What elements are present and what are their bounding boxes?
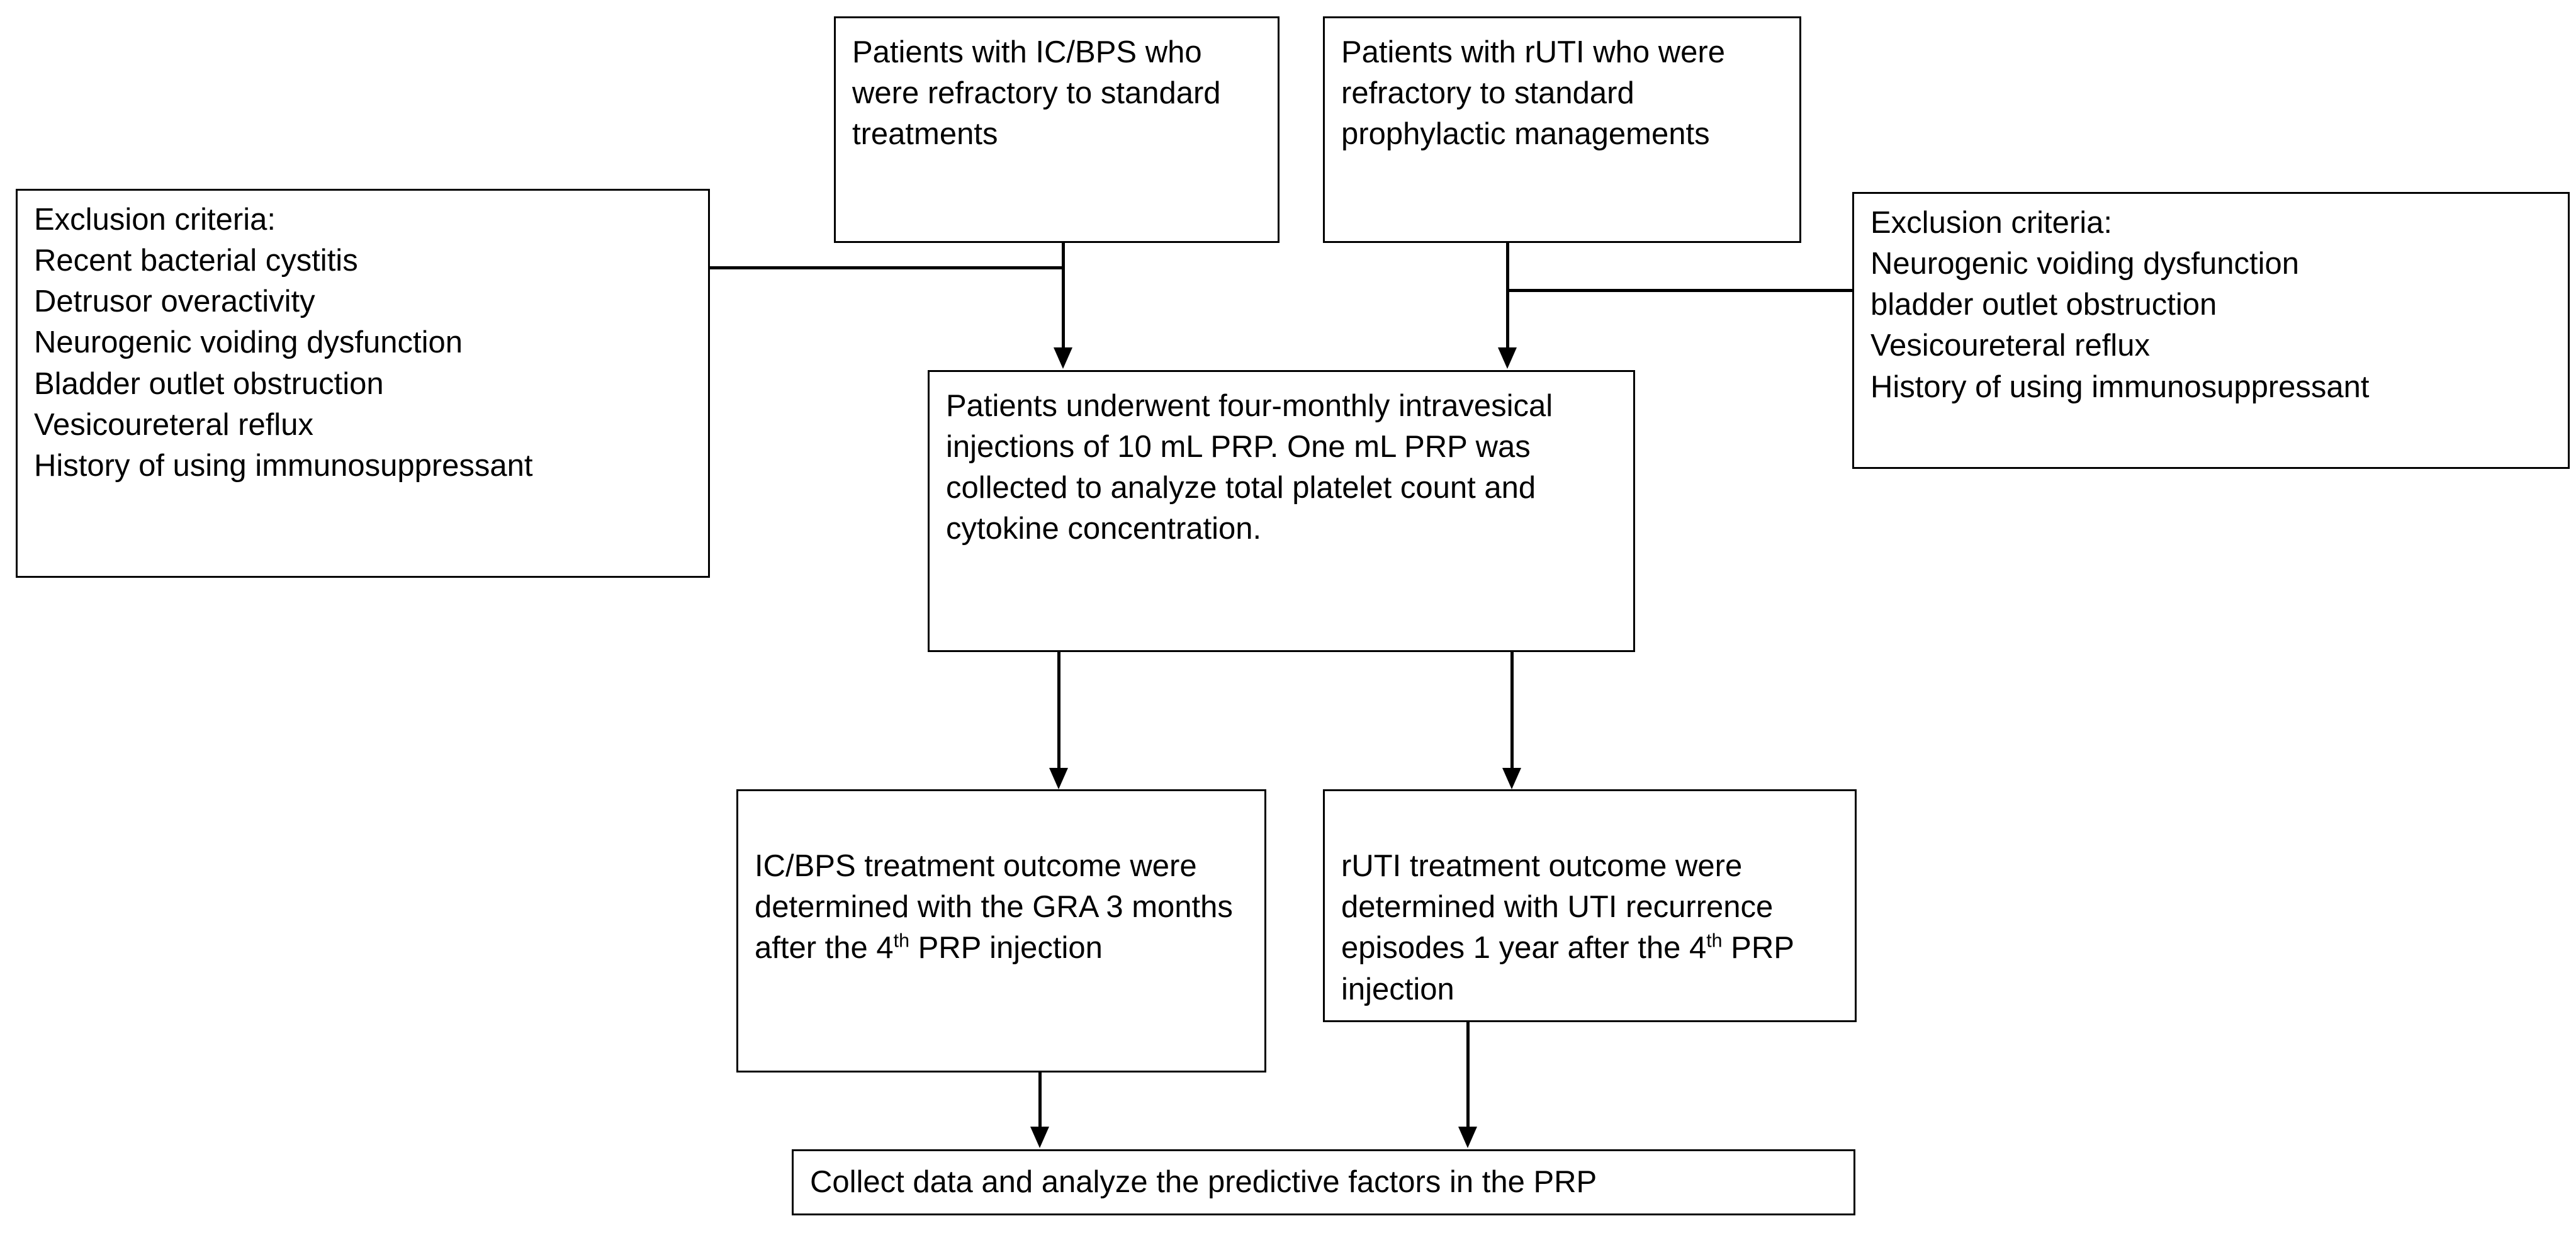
connector-icbps-outcome-to-final-line (1038, 1073, 1042, 1129)
icbps-outcome-superscript: th (893, 930, 909, 952)
node-intervention-prp-injection: Patients underwent four-monthly intraves… (928, 370, 1635, 652)
connector-ruti-outcome-to-final-arrow (1458, 1127, 1477, 1148)
ruti-outcome-superscript: th (1706, 930, 1723, 952)
connector-ruti-to-intervention-line (1506, 243, 1509, 349)
connector-exclusion-right-line (1506, 289, 1853, 292)
node-ruti-cohort: Patients with rUTI who were refractory t… (1323, 16, 1801, 243)
icbps-outcome-text: IC/BPS treatment outcome were determined… (755, 849, 1233, 966)
connector-ruti-outcome-to-final-line (1466, 1022, 1470, 1129)
connector-icbps-to-intervention-arrow (1054, 347, 1072, 369)
connector-intervention-to-ruti-outcome-line (1510, 652, 1514, 770)
connector-icbps-to-intervention-line (1062, 243, 1065, 349)
connector-intervention-to-icbps-outcome-arrow (1049, 768, 1068, 789)
ruti-outcome-text-tail: PRP injection (1341, 931, 1794, 1006)
icbps-outcome-text-tail: PRP injection (909, 931, 1103, 966)
node-final-analysis: Collect data and analyze the predictive … (792, 1149, 1855, 1215)
node-icbps-cohort: Patients with IC/BPS who were refractory… (834, 16, 1280, 243)
node-exclusion-criteria-right: Exclusion criteria: Neurogenic voiding d… (1852, 192, 2570, 469)
connector-exclusion-left-line (709, 266, 1063, 269)
ruti-outcome-text: rUTI treatment outcome were determined w… (1341, 849, 1774, 966)
node-exclusion-criteria-left: Exclusion criteria: Recent bacterial cys… (16, 189, 710, 578)
node-ruti-outcome: rUTI treatment outcome were determined w… (1323, 789, 1857, 1022)
node-icbps-outcome: IC/BPS treatment outcome were determined… (736, 789, 1266, 1073)
connector-ruti-to-intervention-arrow (1498, 347, 1517, 369)
connector-icbps-outcome-to-final-arrow (1030, 1127, 1049, 1148)
connector-intervention-to-ruti-outcome-arrow (1502, 768, 1521, 789)
connector-intervention-to-icbps-outcome-line (1057, 652, 1060, 770)
